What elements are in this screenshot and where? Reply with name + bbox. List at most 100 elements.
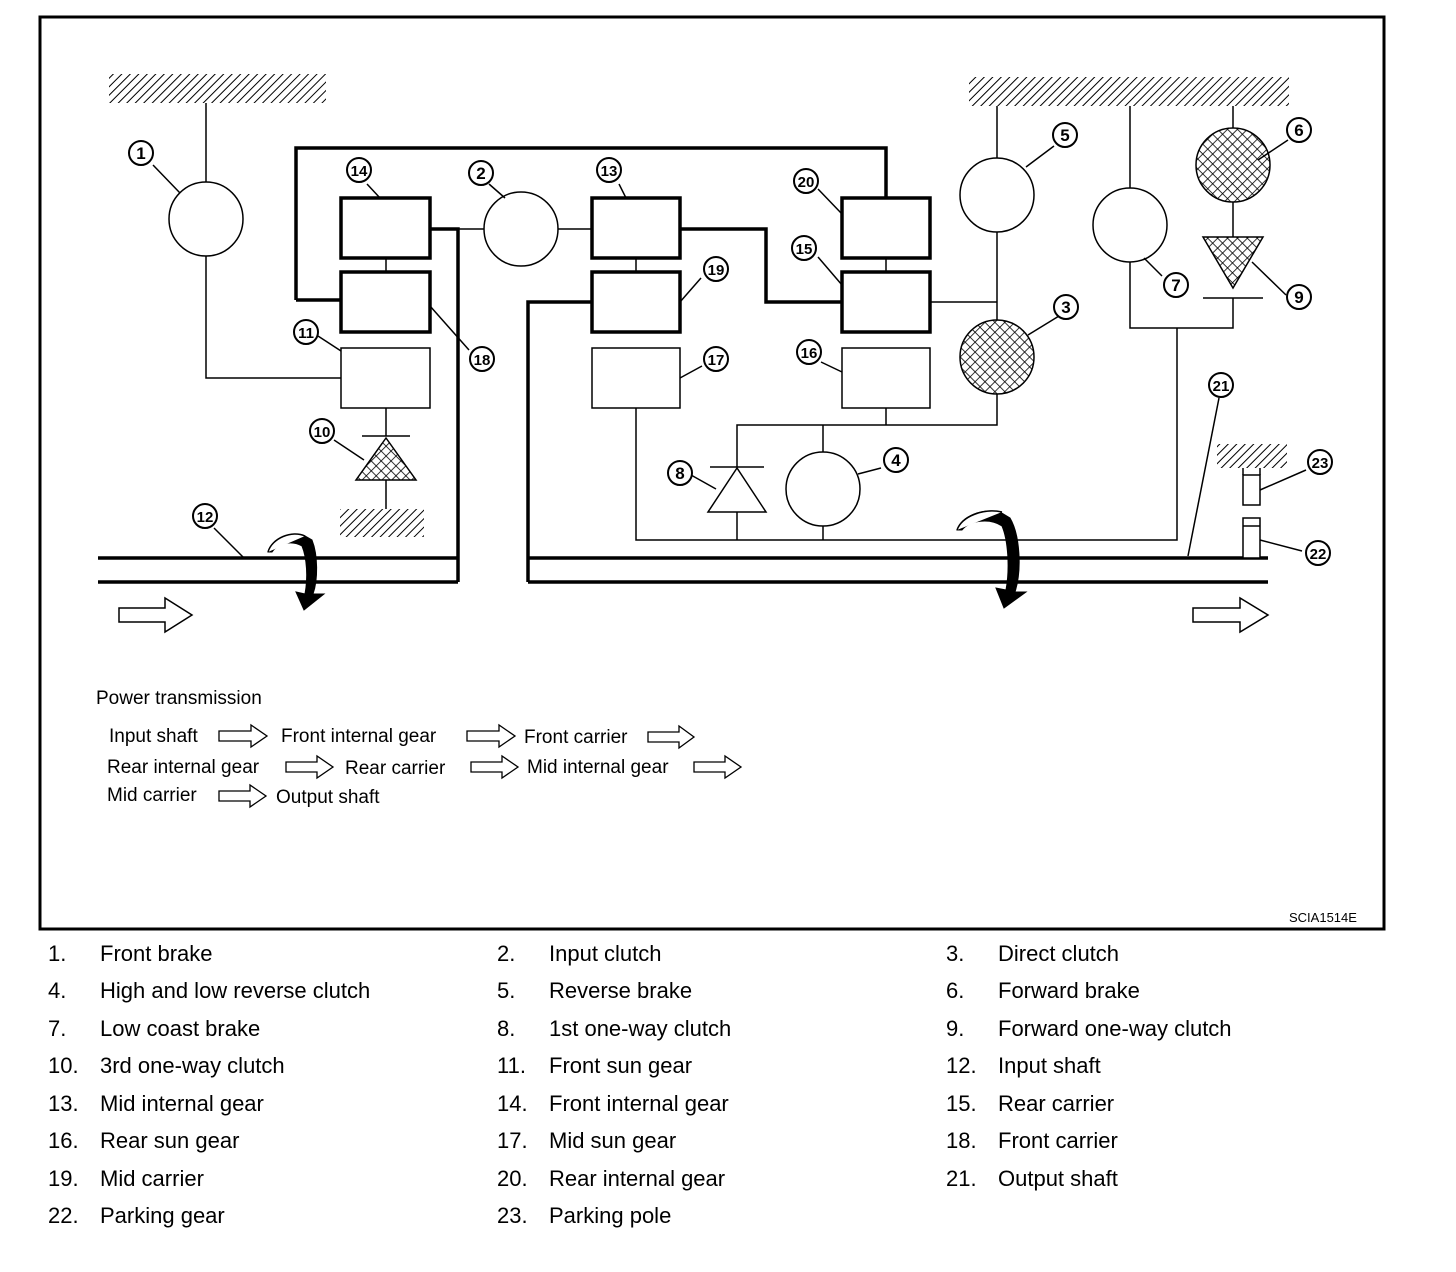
legend-label: Mid internal gear	[100, 1091, 264, 1116]
legend-label: Rear internal gear	[549, 1166, 726, 1191]
diagram-frame	[38, 15, 1386, 931]
legend-label: Parking pole	[549, 1203, 672, 1228]
callout-number: 8	[675, 464, 684, 483]
front-sun-gear-box	[340, 347, 431, 409]
callout-number: 21	[1213, 378, 1230, 395]
legend-number: 4.	[48, 978, 67, 1003]
thin-links	[205, 103, 1263, 557]
callout-11: 11	[293, 319, 319, 345]
legend-label: Front sun gear	[549, 1053, 693, 1078]
rear-sun-gear-box	[841, 347, 931, 409]
callout-7: 7	[1163, 272, 1189, 298]
legend-number: 10.	[48, 1053, 79, 1078]
callout-number: 7	[1171, 276, 1180, 295]
legend-label: Rear carrier	[998, 1091, 1115, 1116]
callout-number: 22	[1310, 546, 1327, 563]
rear-carrier-box	[840, 270, 932, 334]
callout-number: 11	[298, 325, 314, 342]
callout-3: 3	[1053, 294, 1079, 320]
forward-one-way-clutch-shape	[1201, 236, 1265, 290]
callout-22: 22	[1305, 540, 1331, 566]
callout-number: 19	[708, 262, 725, 279]
legend-number: 15.	[946, 1091, 977, 1116]
legend-label: Forward one-way clutch	[998, 1016, 1232, 1041]
front-carrier-box	[339, 270, 432, 334]
callout-15: 15	[791, 235, 817, 261]
pt-step-output-shaft: Output shaft	[276, 787, 380, 808]
callout-23: 23	[1307, 449, 1333, 475]
callout-number: 1	[136, 144, 145, 163]
legend-label: 3rd one-way clutch	[100, 1053, 285, 1078]
legend-number: 14.	[497, 1091, 528, 1116]
pt-step-mid-internal-gear: Mid internal gear	[527, 757, 669, 778]
mid-sun-gear-box	[591, 347, 681, 409]
3rd-one-way-clutch-shape	[354, 436, 418, 481]
callout-1: 1	[128, 140, 154, 166]
legend-number: 9.	[946, 1016, 965, 1041]
callout-number: 18	[474, 352, 491, 369]
callout-number: 4	[891, 451, 901, 470]
callout-17: 17	[703, 346, 729, 372]
parking-mechanism	[1242, 474, 1261, 559]
legend-number: 12.	[946, 1053, 977, 1078]
front-brake-circle	[168, 181, 244, 257]
callout-19: 19	[703, 256, 729, 282]
power-transmission-title: Power transmission	[96, 688, 262, 709]
legend-number: 20.	[497, 1166, 528, 1191]
forward-brake-circle	[1195, 127, 1271, 203]
legend-label: Mid carrier	[100, 1166, 204, 1191]
input-clutch-circle	[483, 191, 559, 267]
callout-13: 13	[596, 157, 622, 183]
legend-number: 6.	[946, 978, 965, 1003]
pt-step-mid-carrier: Mid carrier	[107, 785, 197, 806]
callout-9: 9	[1286, 284, 1312, 310]
legend-label: Output shaft	[998, 1166, 1118, 1191]
callout-number: 5	[1060, 126, 1069, 145]
mid-carrier-box	[590, 270, 682, 334]
thick-links	[98, 146, 1268, 584]
pt-step-front-carrier: Front carrier	[524, 727, 628, 748]
legend-label: Forward brake	[998, 978, 1140, 1003]
callout-number: 20	[798, 174, 815, 191]
callout-5: 5	[1052, 122, 1078, 148]
legend-label: Low coast brake	[100, 1016, 261, 1041]
legend-label: Parking gear	[100, 1203, 225, 1228]
pt-step-input-shaft: Input shaft	[109, 726, 198, 747]
callout-2: 2	[468, 160, 494, 186]
callout-14: 14	[346, 157, 372, 183]
1st-one-way-clutch-shape	[706, 466, 768, 513]
callout-12: 12	[192, 503, 218, 529]
pt-step-rear-internal-gear: Rear internal gear	[107, 757, 260, 778]
callout-20: 20	[793, 168, 819, 194]
legend-number: 17.	[497, 1128, 528, 1153]
parking-gear-shape	[1242, 517, 1261, 559]
figure-code: SCIA1514E	[1289, 910, 1357, 925]
legend-label: Front internal gear	[549, 1091, 729, 1116]
low-coast-brake-circle	[1092, 187, 1168, 263]
front-internal-gear-box	[339, 196, 432, 260]
callout-number: 14	[351, 163, 368, 180]
callout-18: 18	[469, 346, 495, 372]
callout-leaders	[152, 139, 1307, 559]
ground-hatch-right	[969, 77, 1289, 106]
legend-number: 2.	[497, 941, 516, 966]
legend-number: 23.	[497, 1203, 528, 1228]
clutch-circles	[168, 127, 1271, 527]
legend-label: Rear sun gear	[100, 1128, 240, 1153]
rear-internal-gear-box	[840, 196, 932, 260]
legend-label: Input shaft	[998, 1053, 1101, 1078]
legend-number: 21.	[946, 1166, 977, 1191]
legend-number: 5.	[497, 978, 516, 1003]
pt-step-front-internal-gear: Front internal gear	[281, 726, 437, 747]
ground-hatch-bottom	[340, 509, 424, 537]
callout-number: 23	[1312, 455, 1329, 472]
parking-pole-shape	[1242, 474, 1261, 506]
callout-6: 6	[1286, 117, 1312, 143]
callout-number: 2	[476, 164, 485, 183]
direct-clutch-circle	[959, 319, 1035, 395]
legend-number: 16.	[48, 1128, 79, 1153]
callout-number: 9	[1294, 288, 1303, 307]
ground-hatch-parking	[1217, 444, 1287, 468]
output-flow-arrow	[1192, 596, 1270, 634]
